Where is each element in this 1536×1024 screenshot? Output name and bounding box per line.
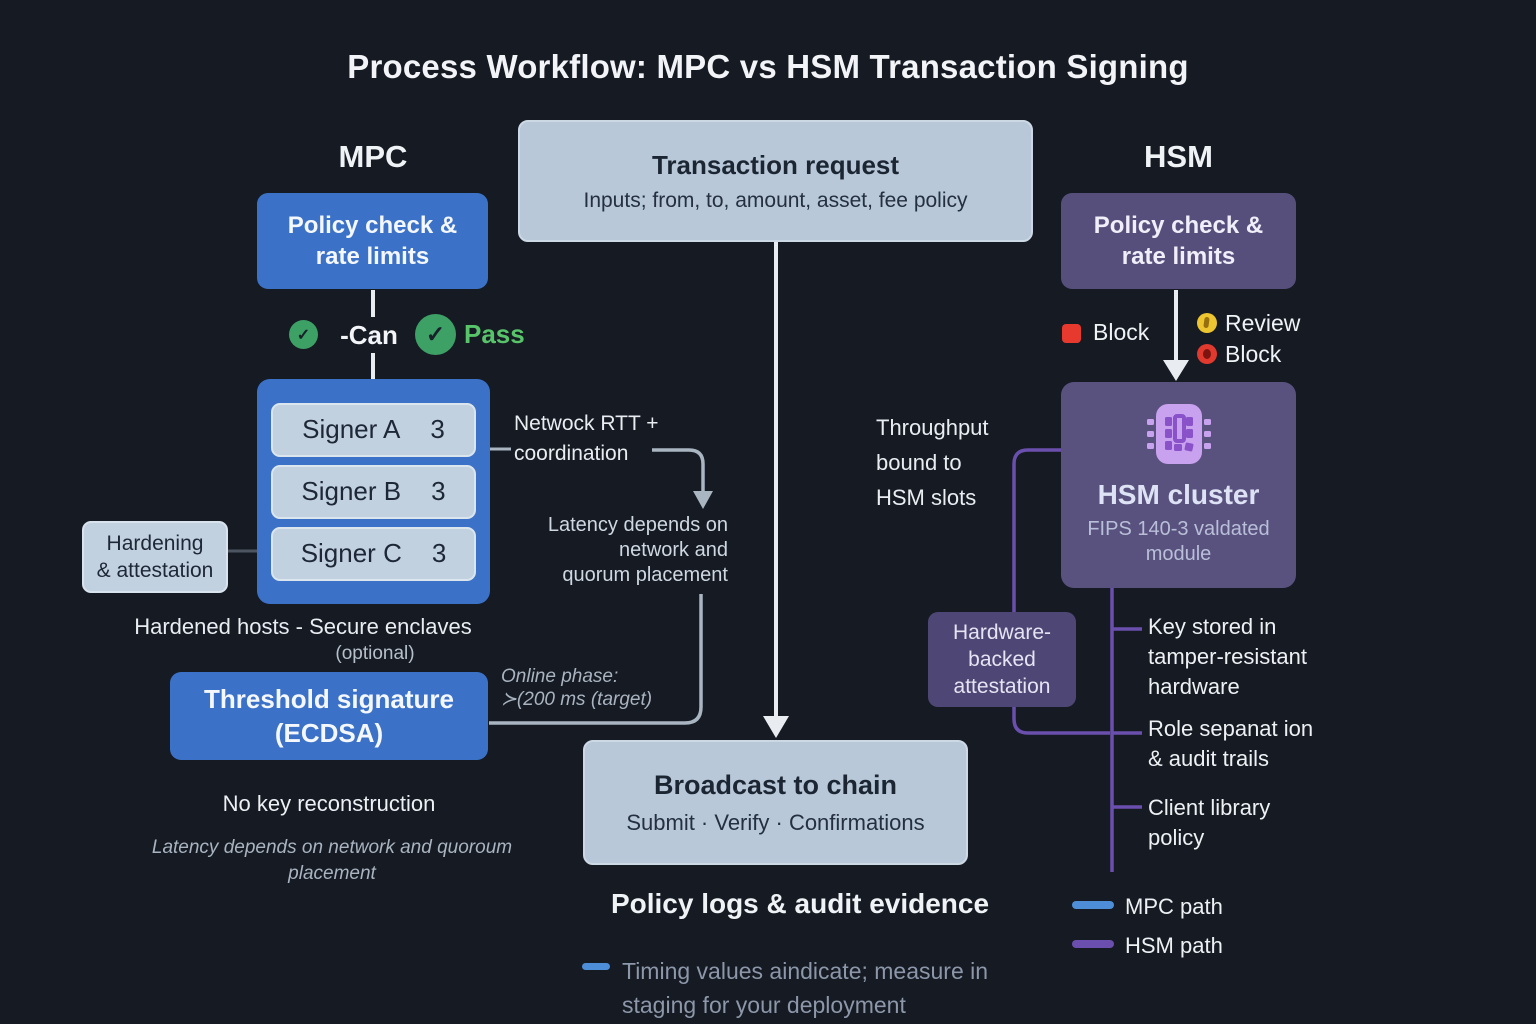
review-dot-icon	[1197, 313, 1217, 333]
transaction-request-title: Transaction request	[651, 149, 900, 180]
chip-icon	[1146, 404, 1211, 464]
timing-note-dash-icon	[582, 963, 610, 970]
transaction-arrowhead	[763, 716, 789, 738]
broadcast-title: Broadcast to chain	[653, 769, 898, 800]
hsm-path-legend-label: HSM path	[1125, 933, 1223, 958]
network-rtt-label: Netwock RTT + coordination	[514, 412, 659, 465]
block-left-label: Block	[1093, 319, 1150, 345]
block-square-icon	[1062, 324, 1081, 343]
hsm-arrowhead	[1163, 360, 1189, 381]
no-key-note: No key reconstruction	[222, 791, 436, 816]
page-title: Process Workflow: MPC vs HSM Transaction…	[347, 48, 1189, 85]
hosts-optional-note: (optional)	[335, 643, 415, 664]
mpc-path-legend-line	[1072, 901, 1114, 909]
hsm-column-header: HSM	[1144, 139, 1213, 174]
signer-count: 3	[431, 476, 446, 506]
mpc-path-legend-label: MPC path	[1125, 894, 1223, 919]
signer-name: Signer C	[300, 538, 402, 568]
policy-logs-heading: Policy logs & audit evidence	[610, 888, 990, 919]
mpc-policy-box: Policy check & rate limits	[257, 193, 488, 289]
cluster-to-attestation-curve	[1012, 448, 1061, 612]
signer-name: Signer B	[301, 476, 402, 506]
signer-count: 3	[430, 414, 445, 444]
rtt-to-latency-curve	[652, 448, 705, 493]
signer-row: Signer C 3	[271, 526, 476, 581]
block-dot-mark	[1203, 349, 1211, 359]
can-label: -Can	[330, 317, 408, 353]
mpc-column-header: MPC	[338, 139, 408, 174]
review-dot-mark	[1203, 316, 1210, 329]
hsm-point-key-storage: Key stored in tamper-resistant hardware	[1148, 614, 1307, 699]
hsm-cluster-box: HSM cluster FIPS 140-3 valdated module	[1061, 382, 1296, 588]
transaction-request-sub: Inputs; from, to, amount, asset, fee pol…	[583, 188, 968, 212]
check-circle-icon: ✓	[415, 314, 456, 355]
mpc-signers-box: Signer A 3 Signer B 3 Signer C 3	[257, 379, 490, 604]
latency-arrowhead	[693, 491, 713, 509]
hsm-point-role-separation: Role sepanat ion & audit trails	[1148, 716, 1314, 771]
hsm-point-client-library: Client library policy	[1148, 795, 1271, 850]
signer-count: 3	[431, 538, 447, 568]
hsm-cluster-sub: FIPS 140-3 valdated module	[1087, 518, 1270, 565]
latency-to-threshold-curve	[489, 594, 703, 725]
check-circle-icon: ✓	[289, 320, 318, 349]
mpc-latency-footnote: Latency depends on network and quoroum p…	[151, 837, 513, 884]
threshold-box: Threshold signature (ECDSA)	[170, 672, 488, 760]
hardware-attestation-box: Hardware- backed attestation	[928, 612, 1076, 707]
online-phase-note: Online phase: ≻(200 ms (target)	[501, 666, 653, 710]
transaction-request-box: Transaction request Inputs; from, to, am…	[518, 120, 1033, 242]
hardening-box: Hardening & attestation	[82, 521, 228, 593]
block-dot-icon	[1197, 344, 1217, 364]
signer-row: Signer A 3	[271, 402, 476, 457]
throughput-label: Throughput bound to HSM slots	[876, 415, 989, 510]
hsm-policy-box: Policy check & rate limits	[1061, 193, 1296, 289]
hsm-path-legend-line	[1072, 940, 1114, 948]
latency-mid-label: Latency depends on network and quorum pl…	[547, 514, 728, 586]
hsm-rail-ticks	[1112, 627, 1142, 809]
review-label: Review	[1225, 310, 1301, 336]
attestation-to-rail-curve	[1012, 706, 1110, 735]
signer-name: Signer A	[302, 414, 401, 444]
broadcast-box: Broadcast to chain Submit · Verify · Con…	[583, 740, 968, 865]
hsm-cluster-title: HSM cluster	[1097, 479, 1260, 510]
signer-row: Signer B 3	[271, 464, 476, 519]
hardened-hosts-line: Hardened hosts - Secure enclaves	[134, 614, 472, 639]
block-right-label: Block	[1225, 341, 1282, 367]
pass-label: Pass	[464, 319, 525, 349]
broadcast-sub: Submit · Verify · Confirmations	[626, 809, 925, 835]
timing-footnote: Timing values aindicate; measure in stag…	[622, 958, 989, 1018]
